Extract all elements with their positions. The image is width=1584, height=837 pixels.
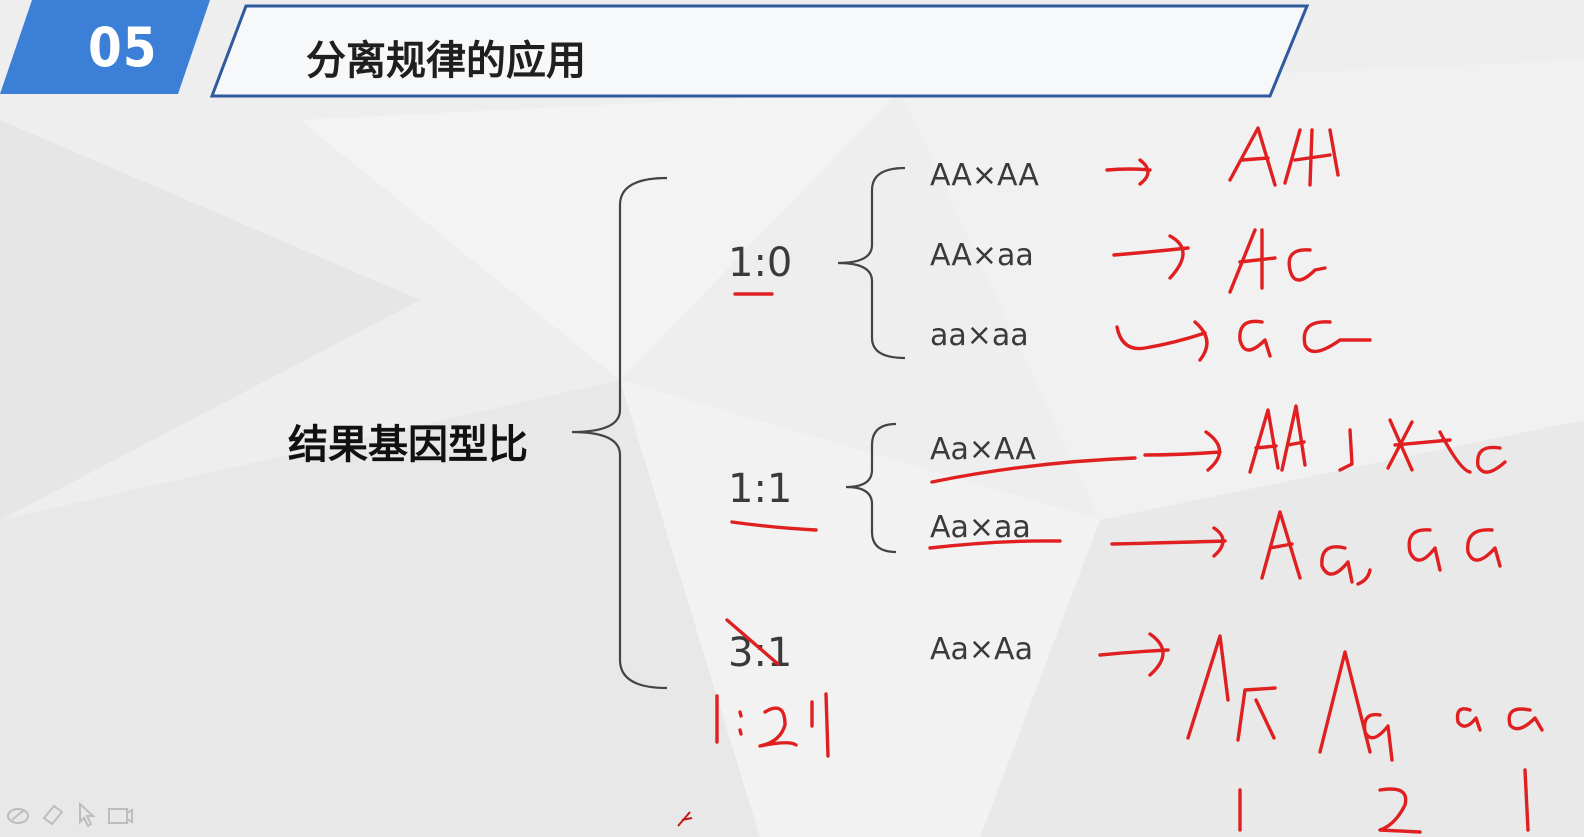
ratio-label: 3:1 (728, 630, 793, 676)
cross-label: AA×AA (930, 158, 1039, 193)
annotation-toolbar (4, 800, 134, 828)
ratio-label: 1:0 (728, 240, 793, 286)
title-frame (209, 4, 1310, 98)
cross-label: Aa×Aa (930, 632, 1033, 667)
eraser-icon[interactable] (38, 800, 66, 828)
camera-icon[interactable] (106, 800, 134, 828)
root-label: 结果基因型比 (288, 422, 528, 468)
cross-label: AA×aa (930, 238, 1034, 273)
cross-label: aa×aa (930, 318, 1029, 353)
slide-number-badge (0, 0, 210, 94)
slide-title: 分离规律的应用 (306, 38, 586, 84)
cross-label: Aa×AA (930, 432, 1036, 467)
pointer-icon[interactable] (72, 800, 100, 828)
pen-icon[interactable] (4, 800, 32, 828)
cross-label: Aa×aa (930, 510, 1031, 545)
slide-number: 05 (88, 16, 158, 79)
ratio-label: 1:1 (728, 466, 793, 512)
